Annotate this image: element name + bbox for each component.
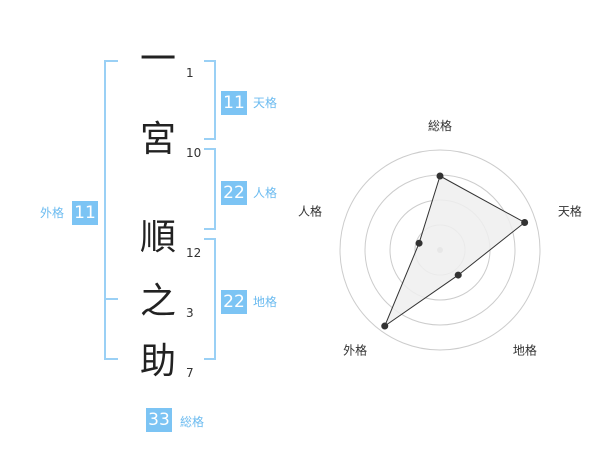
radar-axis-label-2: 天格 — [558, 204, 582, 219]
radar-point-3 — [454, 271, 462, 279]
jinkaku-bracket — [204, 148, 216, 230]
stroke-count-5: 7 — [186, 366, 194, 380]
chikaku-score: 22 — [221, 290, 247, 314]
name-char-3: 順 — [139, 217, 176, 258]
name-char-4: 之 — [139, 281, 176, 322]
stroke-count-1: 1 — [186, 66, 194, 80]
radar-ring — [339, 149, 541, 351]
name-char-2: 宮 — [139, 119, 176, 160]
radar-axis-label-3: 地格 — [513, 342, 537, 357]
stroke-count-4: 3 — [186, 306, 194, 320]
gaikaku-divider-tick — [104, 298, 118, 300]
radar-point-4 — [381, 322, 389, 330]
jinkaku-score: 22 — [221, 181, 247, 205]
jinkaku-label: 人格 — [253, 186, 278, 200]
name-char-5: 助 — [139, 341, 176, 382]
radar-series-area — [383, 175, 526, 328]
radar-axis-label-1: 総格 — [428, 118, 452, 133]
radar-point-5 — [415, 239, 423, 247]
chikaku-label: 地格 — [253, 295, 278, 309]
radar-axis-label-5: 人格 — [298, 204, 322, 219]
soukaku-label: 総格 — [180, 415, 205, 429]
tenkaku-bracket — [204, 60, 216, 140]
chikaku-bracket — [204, 238, 216, 360]
radar-area — [383, 175, 526, 328]
tenkaku-label: 天格 — [253, 96, 278, 110]
stroke-count-2: 10 — [186, 146, 202, 160]
radar-points — [381, 172, 529, 330]
name-char-1: 一 — [139, 39, 176, 80]
gaikaku-score: 11 — [72, 201, 98, 225]
stroke-count-3: 12 — [186, 246, 202, 260]
radar-point-1 — [436, 172, 444, 180]
radar-axis-label-4: 外格 — [343, 342, 367, 357]
gaikaku-label: 外格 — [40, 206, 65, 220]
gaikaku-bracket — [104, 60, 118, 360]
tenkaku-score: 11 — [221, 91, 247, 115]
soukaku-score: 33 — [146, 408, 172, 432]
radar-point-2 — [521, 218, 529, 226]
